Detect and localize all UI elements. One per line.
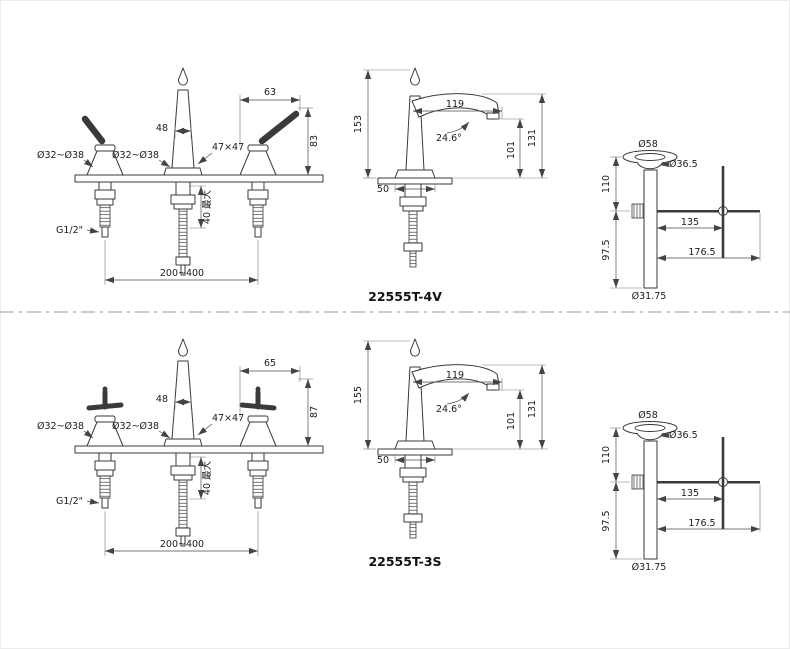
dim-spout-height: 131 xyxy=(527,400,538,418)
dim-rod-length: 176.5 xyxy=(688,518,715,529)
section-22555T-4V: 63 48 47×47 83 Ø32~Ø38 Ø32~Ø38 G1/2" xyxy=(37,67,761,304)
dim-cap-dia: Ø36.5 xyxy=(669,430,698,441)
dim-hole-left: Ø32~Ø38 xyxy=(37,421,84,432)
dim-spread: 200~400 xyxy=(160,268,204,279)
adjust-knob xyxy=(631,474,645,490)
side-dimensions: 155 119 24.6° 101 131 50 xyxy=(353,340,548,466)
aerator xyxy=(486,112,500,120)
dim-rod-offset: 135 xyxy=(681,488,699,499)
dim-total-height: 155 xyxy=(353,386,364,404)
front-view: 63 48 47×47 83 Ø32~Ø38 Ø32~Ø38 G1/2" xyxy=(37,67,324,285)
dim-cap-dia: Ø36.5 xyxy=(669,159,698,170)
model-label: 22555T-3S xyxy=(368,554,441,569)
spout xyxy=(163,338,203,447)
lift-rod-horizontal xyxy=(657,210,760,213)
spout xyxy=(163,67,203,176)
dim-spout-angle: 24.6° xyxy=(436,404,462,415)
dim-handle-height: 87 xyxy=(309,406,320,418)
dim-spout-reach: 119 xyxy=(446,99,464,110)
front-dimensions: 63 48 47×47 83 Ø32~Ø38 Ø32~Ø38 G1/2" xyxy=(37,87,320,285)
drain-cap xyxy=(636,432,664,441)
side-shank xyxy=(399,454,427,539)
dim-escutcheon: 47×47 xyxy=(212,413,244,424)
dim-spout-angle: 24.6° xyxy=(436,133,462,144)
dim-tail-dia: Ø31.75 xyxy=(632,291,667,302)
dim-spout-width: 48 xyxy=(156,123,168,134)
dim-rod-offset: 135 xyxy=(681,217,699,228)
drain-dimensions: Ø58 Ø36.5 110 97.5 135 176.5 Ø31.75 xyxy=(601,139,761,302)
dim-spout-width: 48 xyxy=(156,394,168,405)
dim-outlet-height: 101 xyxy=(506,412,517,430)
spout-finial xyxy=(178,67,188,86)
dim-base-width: 50 xyxy=(377,455,389,466)
dim-handle-width: 65 xyxy=(264,358,276,369)
drain-view: Ø58 Ø36.5 110 97.5 135 176.5 Ø31.75 xyxy=(601,410,761,573)
dim-deck-max: 40 最大 xyxy=(201,189,213,224)
supply-shanks xyxy=(94,452,269,547)
model-label: 22555T-4V xyxy=(368,289,442,304)
dim-lower-height: 97.5 xyxy=(601,510,612,531)
dim-spout-height: 131 xyxy=(527,129,538,147)
dim-outlet-height: 101 xyxy=(506,141,517,159)
dim-handle-height: 83 xyxy=(309,135,320,147)
dim-tail-dia: Ø31.75 xyxy=(632,562,667,573)
spout-side xyxy=(394,67,500,179)
dim-hole-center: Ø32~Ø38 xyxy=(112,150,159,161)
dim-total-height: 153 xyxy=(353,115,364,133)
dim-hole-center: Ø32~Ø38 xyxy=(112,421,159,432)
drain-dimensions: Ø58 Ø36.5 110 97.5 135 176.5 Ø31.75 xyxy=(601,410,761,573)
mounting-deck xyxy=(74,174,324,183)
adjust-knob xyxy=(631,203,645,219)
deck-side xyxy=(377,177,453,185)
dim-thread: G1/2" xyxy=(56,225,83,236)
aerator xyxy=(486,383,500,391)
side-dimensions: 153 119 24.6° 101 131 50 xyxy=(353,69,548,195)
side-shank xyxy=(399,183,427,268)
dim-base-width: 50 xyxy=(377,184,389,195)
dim-thread: G1/2" xyxy=(56,496,83,507)
right-handle xyxy=(239,110,300,176)
side-view: 153 119 24.6° 101 131 50 xyxy=(353,67,548,268)
section-22555T-3S: 65 48 47×47 87 Ø32~Ø38 Ø32~Ø38 G1/2" xyxy=(37,338,761,573)
drain-body xyxy=(643,169,658,289)
right-handle xyxy=(239,386,277,447)
drain-cap xyxy=(636,161,664,170)
lift-rod-vertical xyxy=(721,437,725,529)
dim-deck-max: 40 最大 xyxy=(201,460,213,495)
dim-spread: 200~400 xyxy=(160,539,204,550)
mounting-deck xyxy=(74,445,324,454)
left-handle xyxy=(86,386,124,447)
dim-lower-height: 97.5 xyxy=(601,239,612,260)
dim-upper-height: 110 xyxy=(601,175,612,193)
side-view: 155 119 24.6° 101 131 50 xyxy=(353,338,548,539)
lift-rod-vertical xyxy=(721,166,725,258)
drain-view: Ø58 Ø36.5 110 97.5 135 176.5 Ø31.75 xyxy=(601,139,761,302)
dim-escutcheon: 47×47 xyxy=(212,142,244,153)
dim-handle-width: 63 xyxy=(264,87,276,98)
spout-side xyxy=(394,338,500,450)
front-view: 65 48 47×47 87 Ø32~Ø38 Ø32~Ø38 G1/2" xyxy=(37,338,324,556)
drain-body xyxy=(643,440,658,560)
supply-shanks xyxy=(94,181,269,276)
dim-flange-dia: Ø58 xyxy=(638,139,658,150)
dim-spout-reach: 119 xyxy=(446,370,464,381)
dim-hole-left: Ø32~Ø38 xyxy=(37,150,84,161)
lift-rod-horizontal xyxy=(657,481,760,484)
dim-upper-height: 110 xyxy=(601,446,612,464)
dim-rod-length: 176.5 xyxy=(688,247,715,258)
front-dimensions: 65 48 47×47 87 Ø32~Ø38 Ø32~Ø38 G1/2" xyxy=(37,358,320,556)
deck-side xyxy=(377,448,453,456)
left-handle xyxy=(81,115,124,176)
dim-flange-dia: Ø58 xyxy=(638,410,658,421)
